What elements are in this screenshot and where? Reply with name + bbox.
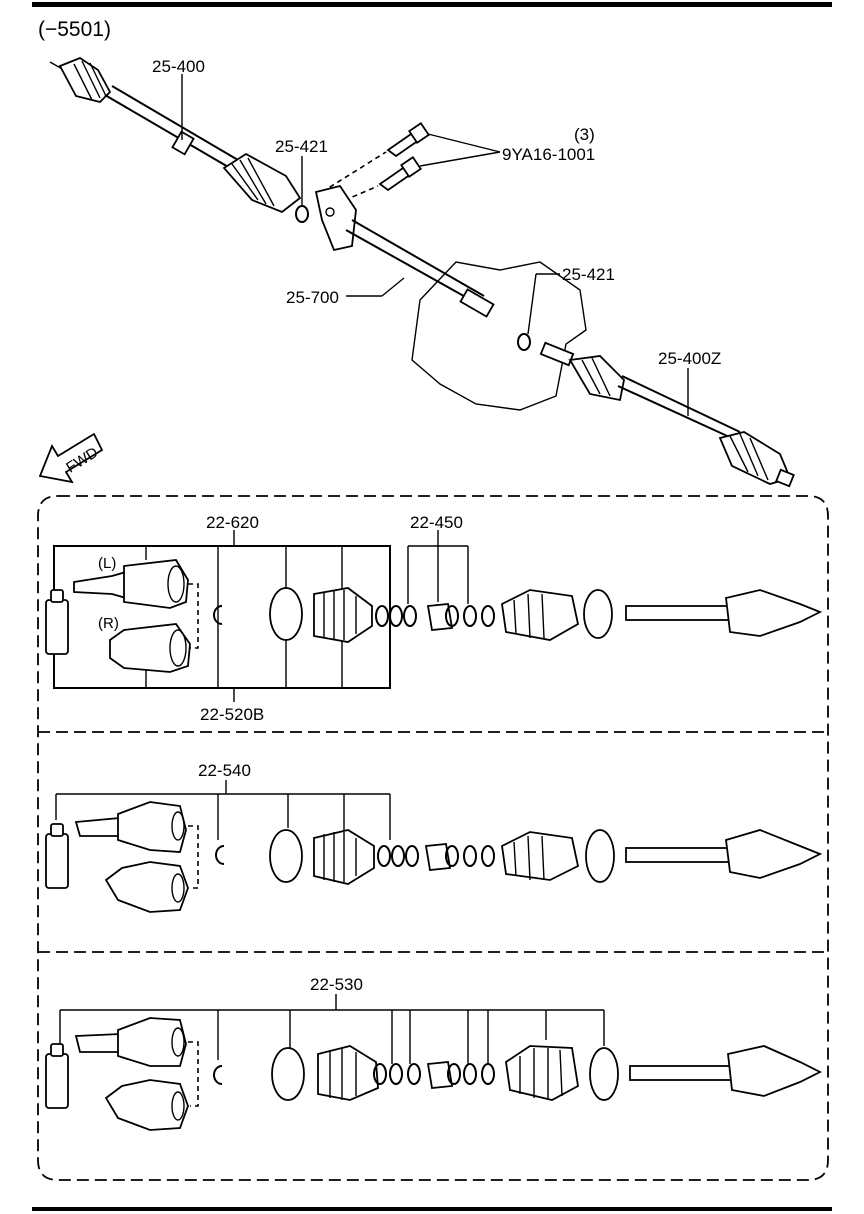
- panel-1: 22-620 22-520B (L) (R): [45, 513, 823, 724]
- snap-ring-left-icon: [295, 205, 309, 223]
- kit-panels-frame: [37, 495, 829, 1181]
- label-25-400: 25-400: [152, 57, 205, 76]
- boot-2-icon: [313, 829, 375, 885]
- shaft-3-icon: [629, 1045, 823, 1097]
- shaft-icon: [625, 589, 823, 637]
- bearing-icon: [426, 603, 495, 631]
- label-L: (L): [98, 555, 116, 572]
- bottom-rule: [32, 1207, 832, 1211]
- label-R: (R): [98, 615, 119, 632]
- inner-band-2-icon: [585, 829, 615, 883]
- grease-tube-2-icon: [45, 823, 69, 889]
- top-rule: [32, 2, 832, 7]
- label-25-421-right: 25-421: [562, 265, 615, 284]
- label-bolt-qty: (3): [574, 125, 595, 144]
- label-25-421-left: 25-421: [275, 137, 328, 156]
- band-2-icon: [269, 829, 303, 883]
- clamp-icons: [375, 605, 417, 627]
- outer-joint-R-icon: [109, 623, 191, 673]
- label-9YA16-1001: 9YA16-1001: [502, 145, 595, 164]
- snap-ring-right-icon: [517, 333, 531, 351]
- range-label: (−5501): [38, 18, 111, 41]
- label-22-620: 22-620: [206, 513, 259, 532]
- inner-boot-2-icon: [501, 831, 580, 881]
- grease-tube-3-icon: [45, 1043, 69, 1109]
- boot-band-icon: [269, 587, 303, 641]
- fwd-arrow-icon: FWD: [38, 432, 104, 484]
- band-3-icon: [271, 1047, 305, 1101]
- outer-joint-3a-icon: [74, 1017, 187, 1067]
- label-22-530: 22-530: [310, 975, 363, 994]
- left-drive-shaft: [49, 56, 302, 214]
- transaxle-outline: [411, 261, 587, 411]
- label-25-400Z: 25-400Z: [658, 349, 721, 368]
- shaft-2-icon: [625, 829, 823, 879]
- outer-joint-2b-icon: [104, 861, 189, 913]
- panel-3: 22-530: [45, 975, 823, 1131]
- circlip-2-icon: [215, 845, 225, 865]
- outer-joint-2a-icon: [74, 801, 187, 853]
- label-22-450: 22-450: [410, 513, 463, 532]
- grease-tube-icon: [45, 589, 69, 655]
- outer-joint-3b-icon: [104, 1079, 189, 1131]
- label-25-700: 25-700: [286, 288, 339, 307]
- boot-icon: [313, 587, 373, 643]
- inner-band-icon: [583, 589, 613, 639]
- panel-2: 22-540: [45, 761, 823, 913]
- joint-shaft: [314, 184, 495, 318]
- outer-joint-L-icon: [73, 559, 189, 609]
- inner-boot-icon: [501, 589, 580, 641]
- bolt-icon: [321, 122, 501, 205]
- inner-boot-3-icon: [505, 1045, 579, 1101]
- circlip-icon: [213, 605, 223, 625]
- label-22-540: 22-540: [198, 761, 251, 780]
- label-22-520B: 22-520B: [200, 705, 264, 724]
- boot-3-icon: [317, 1045, 379, 1101]
- right-drive-shaft: [539, 341, 795, 488]
- circlip-3-icon: [213, 1065, 223, 1085]
- inner-band-3-icon: [589, 1047, 619, 1101]
